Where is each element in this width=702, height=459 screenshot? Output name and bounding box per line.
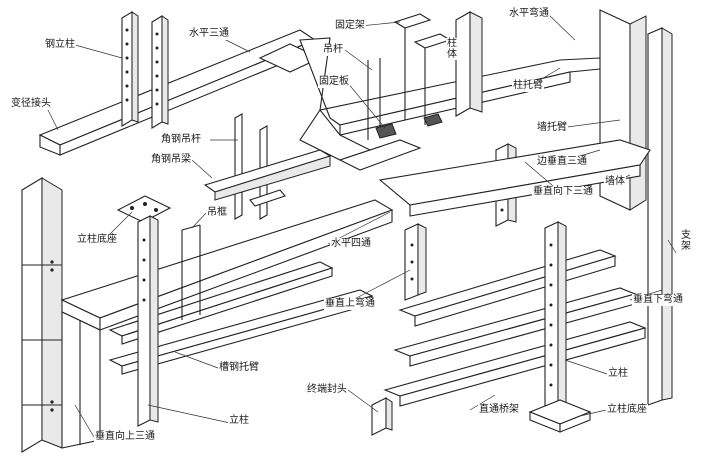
label-wall-support-arm: 墙托臂 bbox=[536, 122, 568, 134]
label-channel-support-arm: 槽钢托臂 bbox=[218, 362, 260, 374]
label-horizontal-cross: 水平四通 bbox=[330, 238, 372, 250]
label-column-bottom: 立柱 bbox=[228, 415, 250, 427]
hanger-frame bbox=[181, 224, 201, 320]
center-column bbox=[528, 221, 592, 433]
end-cap bbox=[371, 397, 393, 436]
left-wall-panel bbox=[21, 177, 63, 453]
label-horizontal-bend: 水平弯通 bbox=[508, 8, 550, 20]
label-vertical-down-bend: 垂直下弯通 bbox=[632, 294, 684, 306]
label-side-vertical-tee: 边垂直三通 bbox=[536, 156, 588, 168]
label-column-support-arm: 柱托臂 bbox=[512, 80, 544, 92]
channel-support-arms bbox=[108, 261, 374, 375]
label-column: 立柱 bbox=[607, 368, 629, 380]
label-wall-body: 墙体 bbox=[604, 176, 626, 188]
label-straight-tray: 直通桥架 bbox=[478, 404, 520, 416]
label-hanger-frame: 吊框 bbox=[206, 207, 228, 219]
label-column-base-bottom: 立柱底座 bbox=[606, 404, 648, 416]
left-column-with-base bbox=[116, 195, 172, 427]
label-column-body: 柱体 bbox=[446, 38, 458, 60]
label-vertical-up-bend: 垂直上弯通 bbox=[324, 298, 376, 310]
label-column-base: 立柱底座 bbox=[76, 234, 118, 246]
label-end-cap: 终端封头 bbox=[306, 384, 348, 396]
label-support-frame: 支架 bbox=[680, 230, 692, 252]
label-fixed-frame: 固定架 bbox=[334, 20, 366, 32]
label-hanger-rod: 吊杆 bbox=[322, 44, 344, 56]
label-angle-steel-rod: 角钢吊杆 bbox=[160, 134, 202, 146]
label-vertical-up-tee: 垂直向上三通 bbox=[94, 431, 156, 443]
label-fixed-plate: 固定板 bbox=[318, 76, 350, 88]
label-steel-column: 钢立柱 bbox=[44, 39, 76, 51]
column-body bbox=[455, 11, 483, 117]
steel-columns bbox=[121, 11, 169, 129]
upper-left-tray bbox=[38, 29, 322, 156]
label-horizontal-tee: 水平三通 bbox=[188, 28, 230, 40]
label-reducer-joint: 变径接头 bbox=[10, 98, 52, 110]
fixed-frame-assembly bbox=[367, 13, 452, 140]
label-vertical-down-tee: 垂直向下三通 bbox=[532, 186, 594, 198]
label-angle-steel-beam: 角钢吊梁 bbox=[150, 154, 192, 166]
